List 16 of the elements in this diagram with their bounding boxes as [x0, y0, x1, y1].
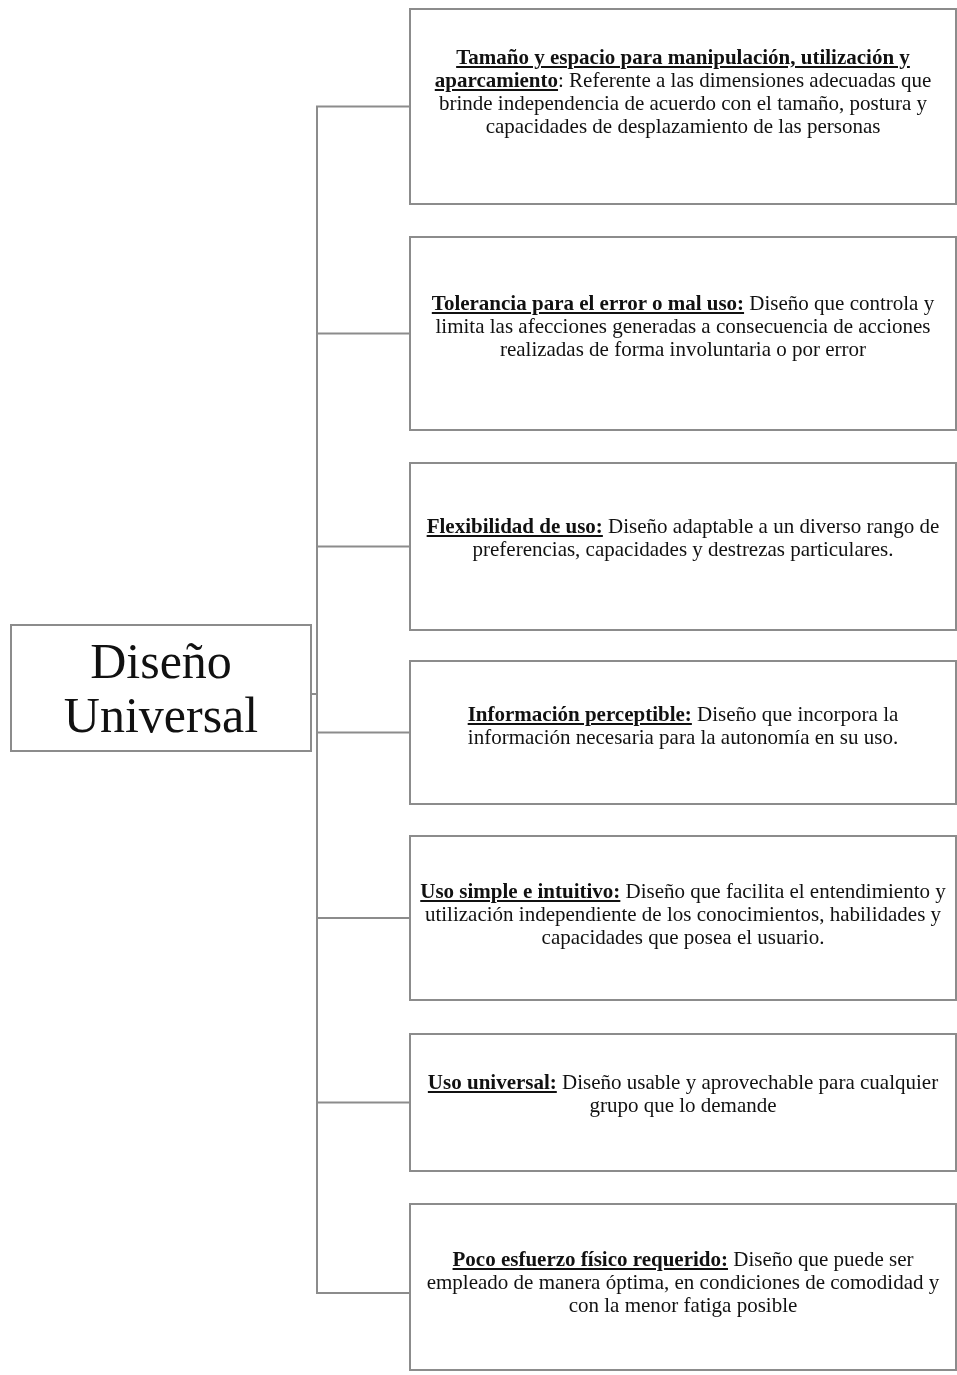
principle-box	[409, 236, 957, 431]
root-box	[10, 624, 312, 752]
description-text: Flexibilidad de uso: Diseño adaptable a un diverso rango de preferencias, capacidades y destrezas particulares.	[425, 514, 941, 561]
description-text: Tolerancia para el error o mal uso: Diseño que controla y limita las afecciones generadas a consecuencia de acciones realizadas de forma involuntaria o por error	[430, 292, 936, 361]
principle-box	[409, 660, 957, 805]
principle-box	[409, 8, 957, 205]
description-text: Tamaño y espacio para manipulación, utilización y aparcamiento: Referente a las dimensiones adecuadas que brinde independencia de acuerdo con el tamaño, postura y capacidades de desplazamiento de las personas	[433, 45, 933, 138]
description-text: Uso universal: Diseño usable y aprovechable para cualquier grupo que lo demande	[426, 1070, 940, 1117]
principle-box	[409, 1033, 957, 1172]
principle-box	[409, 462, 957, 631]
description-text: Información perceptible: Diseño que incorpora la información necesaria para la autonomía en su uso.	[466, 702, 900, 749]
title-text: Diseño Universal	[62, 634, 260, 742]
principle-box	[409, 835, 957, 1001]
principle-box	[409, 1203, 957, 1371]
description-text: Poco esfuerzo físico requerido: Diseño que puede ser empleado de manera óptima, en condiciones de comodidad y con la menor fatiga posible	[425, 1247, 941, 1317]
description-text: Uso simple e intuitivo: Diseño que facilita el entendimiento y utilización independiente de los conocimientos, habilidades y capacidades que posea el usuario.	[419, 879, 947, 949]
